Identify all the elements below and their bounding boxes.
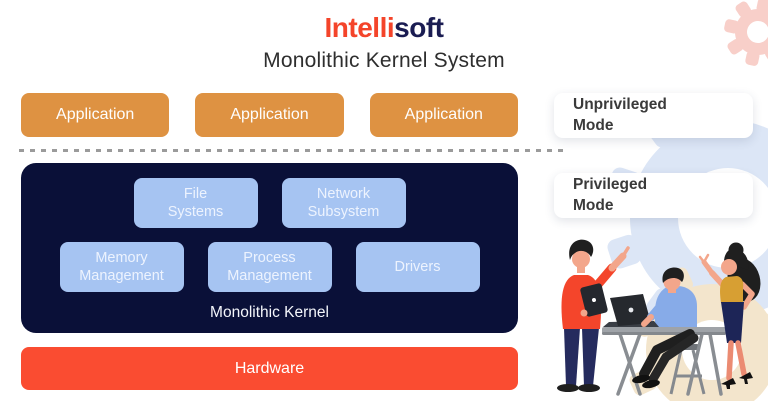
hardware-bar: Hardware <box>21 347 518 390</box>
application-label: Application <box>404 106 483 123</box>
laptop <box>603 294 659 327</box>
page-title: Monolithic Kernel System <box>263 48 505 72</box>
intellisoft-logo: Intellisoft <box>0 12 768 44</box>
gear-icon-pink <box>724 0 768 66</box>
module-label: Memory Management <box>79 249 164 284</box>
header: Intellisoft Monolithic Kernel System <box>0 12 768 73</box>
unprivileged-mode-card: Unprivileged Mode <box>554 93 753 138</box>
logo-text-soft: soft <box>394 12 444 43</box>
standing-woman <box>698 242 761 389</box>
application-label: Application <box>56 106 135 123</box>
team-illustration <box>557 239 761 396</box>
application-row: Application Application Application <box>21 93 518 137</box>
module-file-systems: File Systems <box>133 178 258 228</box>
unprivileged-mode-label: Unprivileged Mode <box>573 96 667 134</box>
kernel-caption: Monolithic Kernel <box>210 304 329 321</box>
module-network-subsystem: Network Subsystem <box>281 178 406 228</box>
hardware-label: Hardware <box>234 359 305 377</box>
module-label: Network Subsystem <box>307 185 380 220</box>
module-process-management: Process Management <box>207 242 332 292</box>
logo-text-intelli: Intelli <box>324 12 395 43</box>
seated-man-limbs <box>632 300 699 389</box>
desk <box>602 327 726 396</box>
module-label: Process Management <box>227 249 312 284</box>
kernel-modules-row-2: Memory Management Process Management Dri… <box>59 242 480 292</box>
seated-man <box>655 267 697 334</box>
module-label: File Systems <box>167 185 224 220</box>
privileged-mode-card: Privileged Mode <box>554 173 753 218</box>
application-box-3: Application <box>369 93 518 137</box>
application-label: Application <box>230 106 309 123</box>
monolithic-kernel-box: File Systems Network Subsystem Memory Ma… <box>21 163 518 333</box>
module-memory-management: Memory Management <box>59 242 184 292</box>
application-box-2: Application <box>195 93 344 137</box>
privileged-mode-label: Privileged Mode <box>573 176 648 214</box>
kernel-modules-row-1: File Systems Network Subsystem <box>133 178 406 228</box>
module-drivers: Drivers <box>355 242 480 292</box>
application-box-1: Application <box>21 93 170 137</box>
module-label: Drivers <box>394 258 441 275</box>
standing-man <box>557 239 630 392</box>
privilege-divider-dashed-line <box>19 149 564 152</box>
